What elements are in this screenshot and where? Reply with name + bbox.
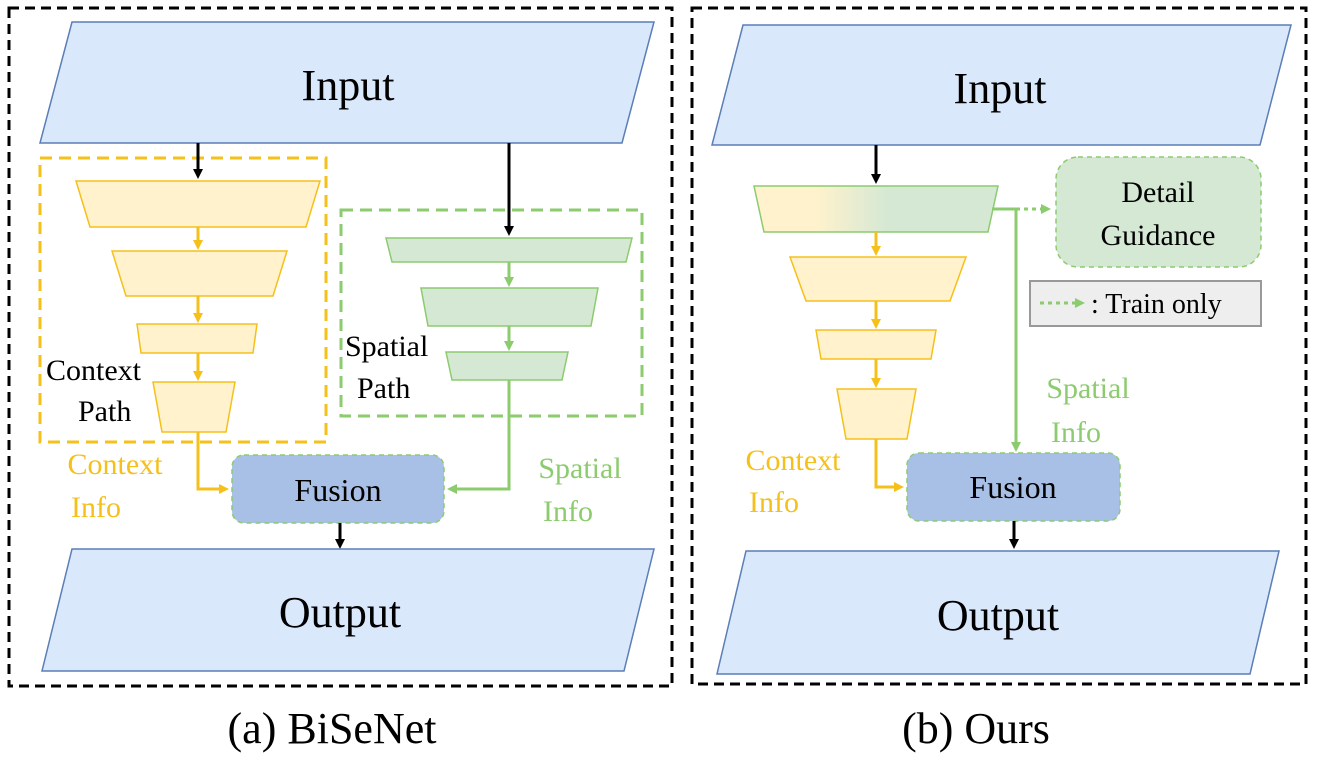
input-label: Input — [302, 61, 395, 110]
arrow-spatial-to-fusion — [447, 380, 511, 494]
detail-label-2: Guidance — [1101, 219, 1216, 252]
context-stage-4 — [152, 381, 236, 433]
fusion-label: Fusion — [969, 469, 1056, 505]
output-label: Output — [937, 591, 1059, 640]
arrow-spatial-to-fusion — [992, 207, 1021, 452]
spatial-stage-1 — [385, 237, 633, 263]
panel-ours: Input Detail Guidance : Train only Spati… — [690, 6, 1308, 753]
legend-box — [1029, 280, 1262, 327]
spatial-info-label-1: Spatial — [538, 452, 621, 485]
fusion-block — [231, 454, 445, 524]
spatial-path-label-2: Path — [357, 372, 410, 405]
panel-border — [690, 6, 1308, 686]
output-label: Output — [279, 588, 401, 637]
output-block — [41, 548, 655, 672]
context-path-label-1: Context — [46, 354, 142, 387]
input-block — [711, 24, 1292, 146]
context-stage-2 — [788, 256, 968, 302]
context-path-label-2: Path — [78, 395, 131, 428]
arrow-context-to-fusion — [874, 439, 904, 492]
context-info-label-1: Context — [746, 444, 842, 477]
context-stage-3 — [815, 329, 937, 360]
shared-stage-1 — [753, 185, 999, 233]
context-stage-3 — [136, 323, 258, 354]
output-block — [716, 550, 1280, 675]
spatial-info-label-2: Info — [1051, 416, 1101, 449]
detail-label-1: Detail — [1121, 176, 1194, 209]
context-info-label-2: Info — [71, 491, 121, 524]
fusion-label: Fusion — [294, 472, 381, 508]
context-info-label-1: Context — [68, 448, 164, 481]
detail-guidance-block — [1055, 156, 1262, 268]
input-label: Input — [954, 64, 1047, 113]
legend-label: : Train only — [1091, 289, 1222, 320]
spatial-stage-2 — [420, 287, 599, 327]
context-stage-4 — [836, 388, 917, 440]
input-block — [39, 21, 655, 144]
caption-bisenet: (a) BiSeNet — [228, 704, 437, 753]
spatial-info-label-1: Spatial — [1046, 372, 1129, 405]
spatial-path-box — [339, 208, 644, 418]
spatial-stage-3 — [445, 351, 569, 381]
spatial-path-label-1: Spatial — [345, 330, 428, 363]
context-info-label-2: Info — [749, 486, 799, 519]
arrow-context-to-fusion — [196, 432, 229, 494]
spatial-info-label-2: Info — [543, 495, 593, 528]
context-stage-2 — [110, 250, 289, 297]
caption-ours: (b) Ours — [902, 704, 1050, 753]
context-path-box — [38, 156, 328, 444]
panel-border — [7, 6, 674, 688]
panel-bisenet: Input Context Path Spatial Path Fusion C… — [7, 6, 674, 753]
context-stage-1 — [74, 180, 322, 228]
